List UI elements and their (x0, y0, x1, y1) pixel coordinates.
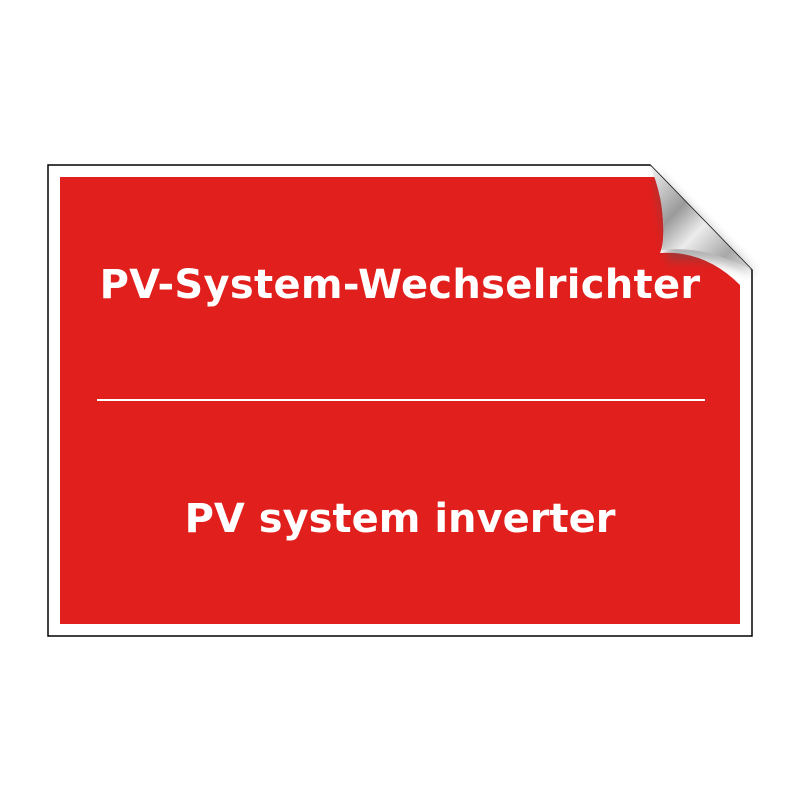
sign-title-german: PV-System-Wechselrichter (99, 262, 701, 308)
divider-line (97, 399, 705, 401)
page-curl-icon (650, 165, 752, 270)
sign-title-english: PV system inverter (184, 496, 616, 542)
